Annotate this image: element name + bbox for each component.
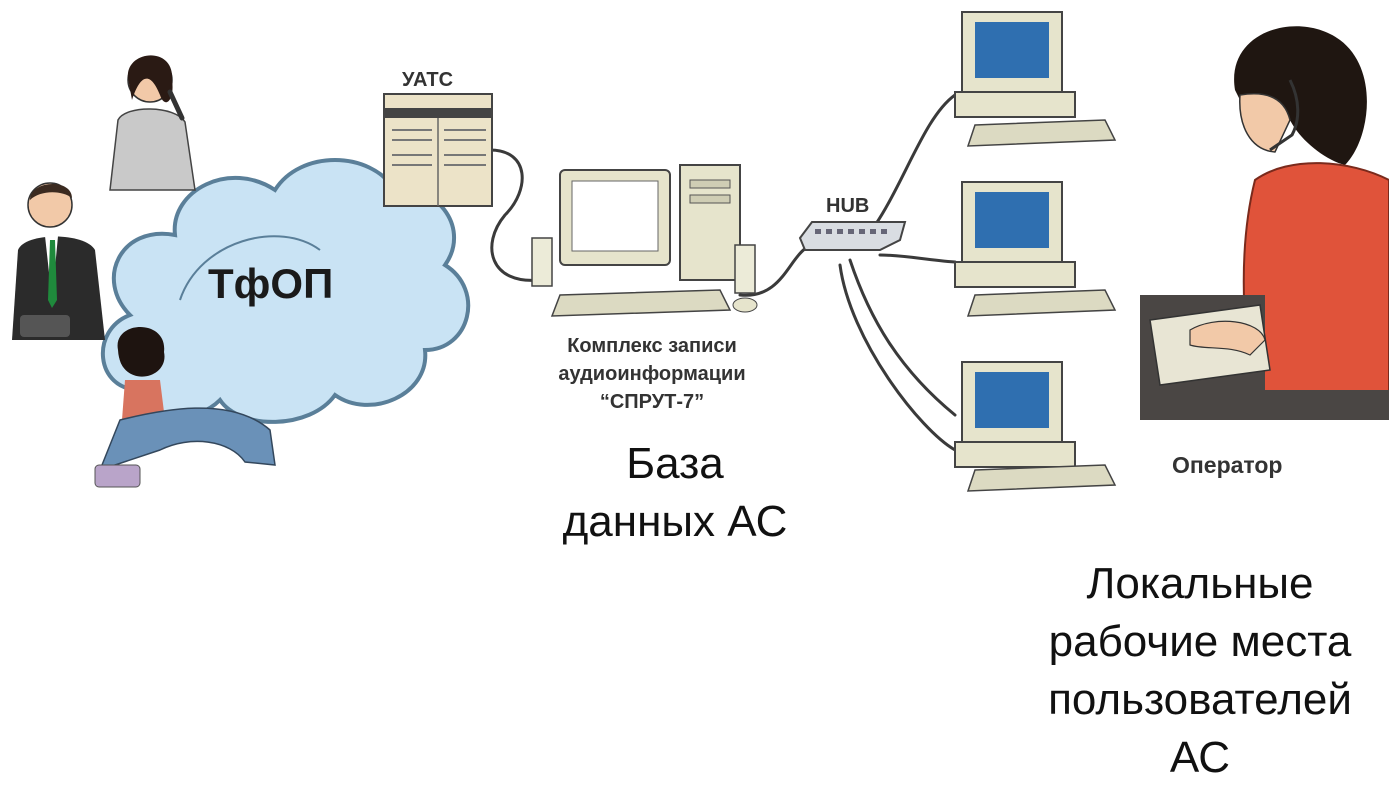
ws1-keyboard [966,119,1117,147]
database-label-line-1: База [626,439,724,488]
recorder-label-line-2: аудиоинформации [558,363,745,385]
operator-face [1239,93,1291,153]
database-label-line-2: данных АС [562,497,788,546]
ws1-screen [975,22,1049,78]
ws3-keyboard [966,464,1117,492]
workstation-1 [954,11,1117,147]
ws1-base [954,91,1076,118]
cable-hub-to-ws3b [838,263,957,452]
operator-hair [1234,26,1367,165]
recorder-keyboard [550,289,732,317]
network-hub: HUB [798,195,907,251]
sitting-woman-legs [98,407,276,472]
database-label: База данных АС [520,435,830,551]
workstations-label-line-1: Локальные [1086,559,1314,608]
cable-hub-to-ws2 [878,253,957,264]
recorder-drive-2 [689,194,731,204]
recorder-mouse [732,297,758,313]
desk-phone [20,315,70,337]
woman-sitting-with-phone [94,327,276,488]
recorder-label-line-1: Комплекс записи [567,335,737,357]
cloud-label: ТфОП [208,260,333,307]
man-suit [12,236,105,340]
ws2-screen [975,192,1049,248]
operator-label: Оператор [1172,452,1282,478]
ws2-base [954,261,1076,288]
floor-phone [94,464,141,488]
pbx-unit: УАТС [383,69,493,207]
workstations-label-line-3: пользователей [1048,675,1352,724]
ws2-keyboard [966,289,1117,317]
pbx-top-bar [384,108,492,118]
workstation-3 [954,361,1117,492]
recorder-drive-1 [689,179,731,189]
recorder-computer: Комплекс записи аудиоинформации “СПРУТ-7… [531,164,758,413]
workstations-label-line-2: рабочие места [1048,617,1352,666]
workstations-label: Локальные рабочие места пользователей АС [1015,555,1385,787]
man-tie [48,240,57,308]
sitting-woman-top [122,380,165,420]
recorder-screen [571,180,659,252]
man-with-phone [12,182,105,340]
sitting-woman-hair [117,327,165,377]
woman-phone-handset [167,89,185,121]
hub-box [798,221,907,251]
hub-ports [815,229,887,234]
ws3-base [954,441,1076,468]
pstn-cloud: ТфОП [100,158,471,424]
pbx-label: УАТС [402,69,453,91]
recorder-speaker-right [734,244,756,294]
man-hair [30,183,72,200]
operator-hands [1189,320,1266,356]
pbx-slots [392,129,486,166]
workstations-label-line-4: АС [1169,733,1231,782]
operator-figure: Оператор [1140,26,1389,478]
woman-jacket [109,108,196,191]
woman-with-phone-standing [109,55,196,191]
hub-label: HUB [826,195,869,217]
cable-pbx-to-recorder [488,148,542,282]
cable-hub-to-ws3 [848,258,957,417]
woman-hair [127,55,173,103]
ws3-screen [975,372,1049,428]
cloud-inner-curve [179,235,321,301]
workstation-2 [954,181,1117,317]
recorder-speaker-left [531,237,553,287]
recorder-label-line-3: “СПРУТ-7” [600,391,704,413]
operator-headset [1269,79,1300,152]
